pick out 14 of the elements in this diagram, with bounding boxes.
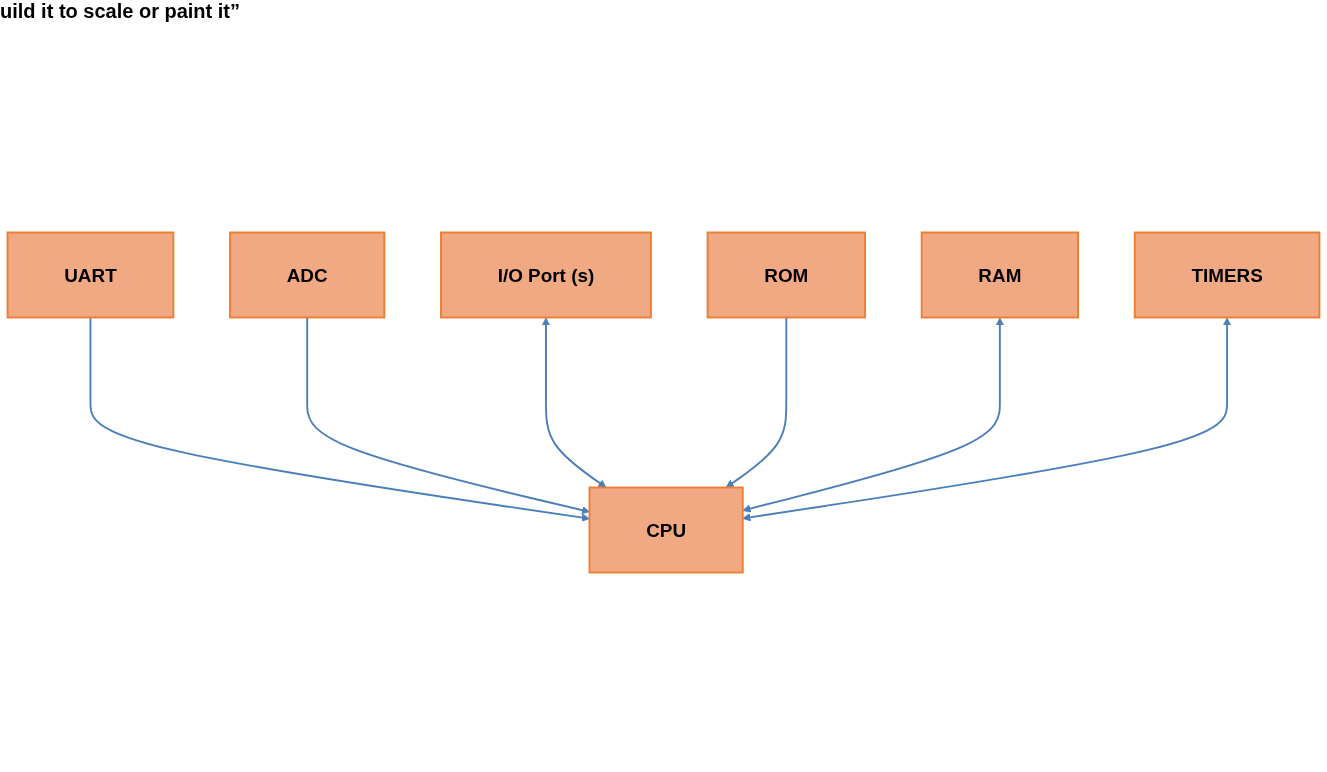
node-box: ROM [706, 231, 866, 319]
arrow [541, 317, 607, 488]
arrow [89, 316, 590, 522]
arrow [306, 316, 590, 515]
node-box: ADC [229, 231, 386, 319]
node-box: TIMERS [1133, 231, 1321, 319]
arrow [742, 317, 1232, 522]
arrow [725, 316, 788, 488]
note-text: uild it to scale or paint it” [0, 0, 241, 23]
node-box: CPU [588, 486, 744, 574]
node-box: I/O Port (s) [440, 231, 652, 319]
node-box: RAM [920, 231, 1079, 319]
node-box: UART [6, 231, 175, 319]
arrow [742, 317, 1005, 513]
